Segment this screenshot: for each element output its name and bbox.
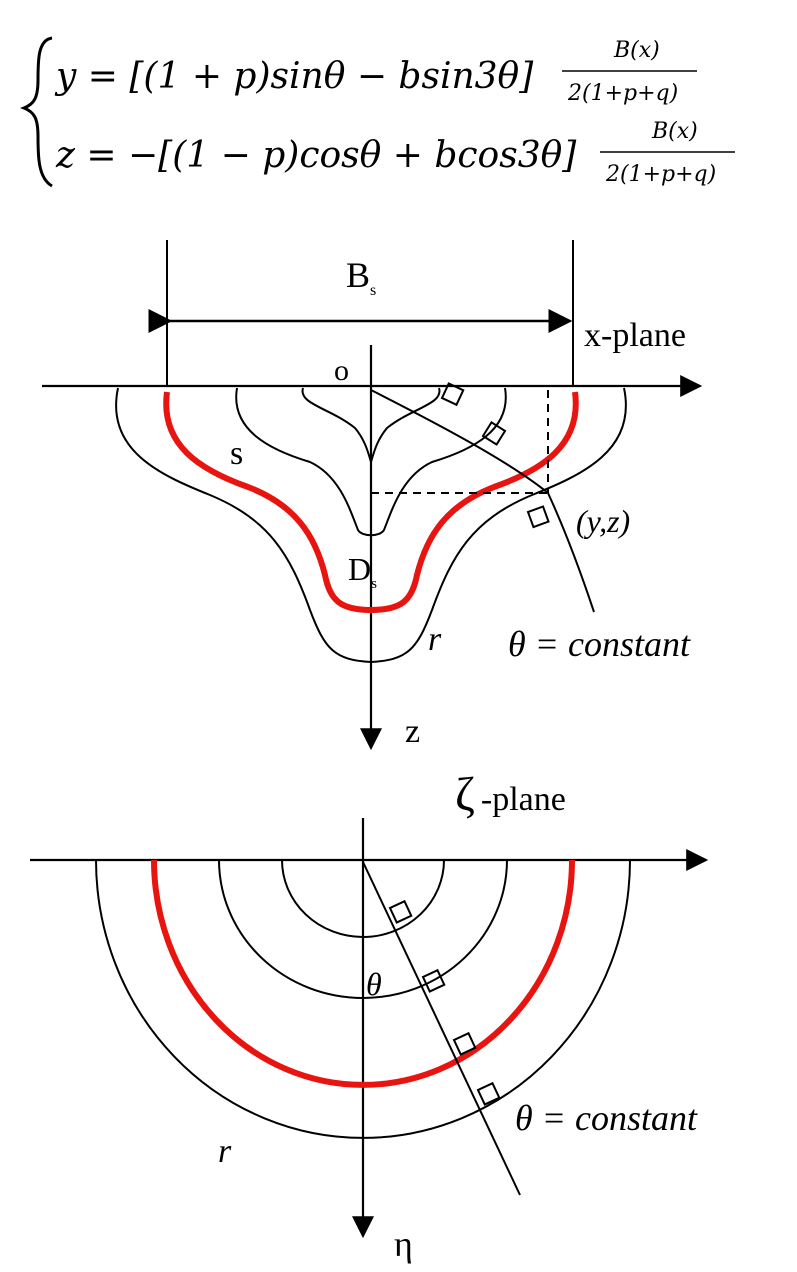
zeta-semicircle-2 [218, 859, 508, 999]
zeta-curve-r-label: r [218, 1133, 232, 1170]
x-plane-curve-2 [235, 387, 507, 537]
z-axis-label: z [405, 713, 420, 750]
zeta-right-angle-1 [388, 899, 413, 924]
zeta-theta-ray [362, 861, 521, 1196]
zeta-right-angle-4 [476, 1081, 501, 1106]
x-plane-ray-label: θ = constant [508, 624, 691, 664]
equation-line2-numerator: B(x) [651, 119, 698, 144]
equation-line2-denominator: 2(1+p+q) [605, 162, 716, 187]
zeta-semicircle-1 [281, 859, 445, 938]
eta-axis-label: η [394, 1224, 413, 1264]
depth-label-subscript: s [371, 576, 377, 592]
zeta-plane-diagram: ζ-plane θ r θ = constant η [30, 768, 709, 1264]
zeta-plane-text: -plane [481, 781, 566, 818]
x-plane-theta-ray [370, 389, 595, 613]
width-label-subscript: s [370, 282, 376, 299]
right-angle-marker-1 [440, 382, 465, 407]
x-plane-label: x-plane [584, 317, 686, 354]
zeta-semicircle-red [151, 859, 575, 1088]
curve-s-label: s [230, 435, 243, 472]
zeta-semicircle-outer [95, 859, 631, 1139]
right-angle-marker-2 [481, 421, 507, 446]
origin-label: o [334, 354, 349, 387]
equation-line1-lhs: y = [(1 + p)sinθ − bsin3θ] [54, 56, 534, 97]
zeta-right-angle-2 [421, 968, 446, 993]
equation-brace [19, 36, 53, 188]
width-label-main: B [346, 255, 370, 295]
equation-line2-lhs: z = −[(1 − p)cosθ + bcos3θ] [55, 135, 577, 176]
zeta-right-angle-3 [452, 1031, 477, 1056]
depth-label: Ds [348, 551, 377, 592]
zeta-plane-label: ζ-plane [455, 768, 566, 821]
x-plane-diagram: Bs x-plane o z s Ds r (y,z) θ = constant [42, 240, 703, 751]
equation-line1-numerator: B(x) [613, 38, 660, 63]
x-plane-curve-s [163, 391, 579, 614]
width-label: Bs [346, 255, 376, 299]
zeta-angle-label: θ [366, 966, 382, 1002]
zeta-symbol: ζ [455, 768, 475, 821]
point-label: (y,z) [576, 503, 630, 539]
right-angle-marker-3 [526, 505, 550, 529]
equation-block: y = [(1 + p)sinθ − bsin3θ] B(x) 2(1+p+q)… [19, 36, 735, 188]
equation-line1-denominator: 2(1+p+q) [567, 81, 678, 106]
x-plane-curve-1 [301, 387, 441, 466]
zeta-ray-label: θ = constant [515, 1098, 698, 1138]
depth-label-main: D [348, 551, 371, 587]
curve-r-label: r [428, 621, 442, 658]
